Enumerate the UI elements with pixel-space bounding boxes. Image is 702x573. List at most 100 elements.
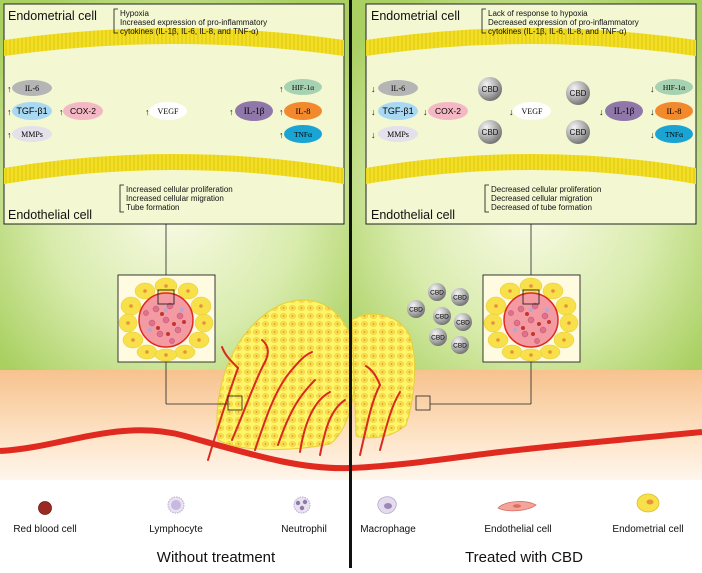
legend-label: Macrophage bbox=[360, 524, 416, 535]
red-blood-cell-icon bbox=[38, 501, 52, 515]
down-arrow: ↓ bbox=[509, 107, 514, 117]
marker-il8-right: ↓ IL-8 bbox=[650, 102, 693, 120]
marker-tgfb1-right: ↓ TGF-β1 bbox=[371, 102, 418, 120]
down-arrow: ↓ bbox=[650, 84, 655, 94]
up-arrow: ↑ bbox=[229, 107, 234, 117]
down-arrow: ↓ bbox=[371, 130, 376, 140]
cbd-label: CBD bbox=[435, 314, 449, 321]
marker-mmps-left: ↑ MMPs bbox=[7, 126, 52, 142]
cbd-label: CBD bbox=[431, 335, 445, 342]
macrophage-icon bbox=[377, 496, 397, 514]
cbd-label: CBD bbox=[570, 128, 587, 137]
cbd-label: CBD bbox=[430, 290, 444, 297]
marker-cox2-left: ↑ COX-2 bbox=[59, 102, 103, 120]
legend-red-blood-cell: Red blood cell bbox=[13, 501, 77, 535]
marker-label: TGF-β1 bbox=[16, 106, 47, 116]
note-bracket-bottom-right bbox=[484, 184, 489, 213]
note-bracket-top-left bbox=[113, 8, 118, 34]
cbd-molecule-panel-2: CBD bbox=[566, 81, 590, 105]
cbd-molecule-panel-1: CBD bbox=[478, 77, 502, 101]
up-arrow: ↑ bbox=[279, 84, 284, 94]
marker-il1b-right: ↓ IL-1β bbox=[599, 101, 643, 121]
up-arrow: ↑ bbox=[279, 130, 284, 140]
marker-il6-left: ↑ IL-6 bbox=[7, 80, 52, 96]
cbd-molecule: CBD bbox=[429, 328, 447, 346]
endothelial-cell-label-left: Endothelial cell bbox=[8, 208, 92, 222]
marker-label: MMPs bbox=[21, 130, 43, 139]
cbd-molecule: CBD bbox=[454, 313, 472, 331]
marker-il8-left: ↑ IL-8 bbox=[279, 102, 322, 120]
top-note-left-3: cytokines (IL-1β, IL-6, IL-8, and TNF-α) bbox=[120, 27, 259, 36]
legend-neutrophil: Neutrophil bbox=[281, 496, 327, 535]
up-arrow: ↑ bbox=[59, 107, 64, 117]
cbd-label: CBD bbox=[453, 295, 467, 302]
marker-hif1a-left: ↑ HIF-1α bbox=[279, 79, 322, 95]
cbd-molecule: CBD bbox=[407, 300, 425, 318]
legend-label: Endothelial cell bbox=[484, 524, 551, 535]
lymphocyte-icon bbox=[167, 496, 185, 514]
legend-label: Neutrophil bbox=[281, 524, 327, 535]
cbd-molecule: CBD bbox=[433, 307, 451, 325]
angiogenic-vessels-left bbox=[207, 339, 346, 461]
marker-hif1a-right: ↓ HIF-1α bbox=[650, 79, 693, 95]
cbd-molecule-panel-3: CBD bbox=[478, 120, 502, 144]
up-arrow: ↑ bbox=[7, 130, 12, 140]
down-arrow: ↓ bbox=[371, 84, 376, 94]
legend-macrophage: Macrophage bbox=[360, 496, 416, 535]
marker-label: TNFα bbox=[665, 130, 683, 139]
marker-label: HIF-1α bbox=[292, 83, 314, 92]
down-arrow: ↓ bbox=[423, 107, 428, 117]
down-arrow: ↓ bbox=[599, 107, 604, 117]
bottom-note-left-3: Tube formation bbox=[126, 203, 180, 212]
marker-label: TGF-β1 bbox=[382, 106, 413, 116]
legend-label: Red blood cell bbox=[13, 524, 76, 535]
top-note-right-1: Lack of response to hypoxia bbox=[488, 9, 588, 18]
marker-tnfa-left: ↑ TNFα bbox=[279, 125, 322, 143]
vessel-cross-section-right bbox=[482, 274, 581, 363]
endothelial-cell-icon bbox=[497, 501, 537, 512]
caption-treated-with-cbd: Treated with CBD bbox=[465, 549, 583, 566]
vessel-cross-section-left bbox=[117, 274, 216, 363]
cbd-label: CBD bbox=[482, 128, 499, 137]
marker-il6-right: ↓ IL-6 bbox=[371, 80, 418, 96]
marker-label: IL-8 bbox=[295, 106, 310, 116]
marker-label: HIF-1α bbox=[663, 83, 685, 92]
cbd-molecule: CBD bbox=[428, 283, 446, 301]
bottom-note-right-2: Decreased cellular migration bbox=[491, 194, 592, 203]
cbd-molecule: CBD bbox=[451, 288, 469, 306]
bottom-note-left-2: Increased cellular migration bbox=[126, 194, 224, 203]
legend-endometrial-cell: Endometrial cell bbox=[612, 493, 684, 535]
down-arrow: ↓ bbox=[650, 130, 655, 140]
endothelial-cell-label-right: Endothelial cell bbox=[371, 208, 455, 222]
up-arrow: ↑ bbox=[279, 107, 284, 117]
marker-tnfa-right: ↓ TNFα bbox=[650, 125, 693, 143]
cbd-label: CBD bbox=[409, 307, 423, 314]
marker-label: COX-2 bbox=[70, 106, 96, 116]
bottom-note-left-1: Increased cellular proliferation bbox=[126, 185, 233, 194]
top-note-left-1: Hypoxia bbox=[120, 9, 149, 18]
marker-label: VEGF bbox=[158, 107, 179, 116]
legend-label: Lymphocyte bbox=[149, 524, 203, 535]
marker-label: COX-2 bbox=[435, 106, 461, 116]
marker-cox2-right: ↓ COX-2 bbox=[423, 102, 468, 120]
endometrial-cell-icon bbox=[636, 493, 660, 513]
marker-vegf-right: ↓ VEGF bbox=[509, 102, 551, 120]
bottom-note-right-3: Decreased of tube formation bbox=[491, 203, 592, 212]
endometrial-cell-label-right: Endometrial cell bbox=[371, 9, 460, 23]
marker-tgfb1-left: ↑ TGF-β1 bbox=[7, 102, 52, 120]
legend-lymphocyte: Lymphocyte bbox=[149, 496, 203, 535]
marker-vegf-left: ↑ VEGF bbox=[145, 102, 187, 120]
endometriotic-lesion-right bbox=[351, 313, 415, 439]
zoom-connector-left bbox=[165, 224, 243, 411]
top-note-right-2: Decreased expression of pro-inflammatory bbox=[488, 18, 639, 27]
down-arrow: ↓ bbox=[650, 107, 655, 117]
bottom-note-right-1: Decreased cellular proliferation bbox=[491, 185, 601, 194]
top-note-left-2: Increased expression of pro-inflammatory bbox=[120, 18, 267, 27]
cbd-label: CBD bbox=[456, 320, 470, 327]
zoom-connector-right bbox=[415, 224, 532, 411]
marker-label: IL-8 bbox=[666, 106, 681, 116]
cbd-label: CBD bbox=[482, 85, 499, 94]
legend-label: Endometrial cell bbox=[612, 524, 683, 535]
up-arrow: ↑ bbox=[145, 107, 150, 117]
note-bracket-top-right bbox=[481, 8, 486, 34]
